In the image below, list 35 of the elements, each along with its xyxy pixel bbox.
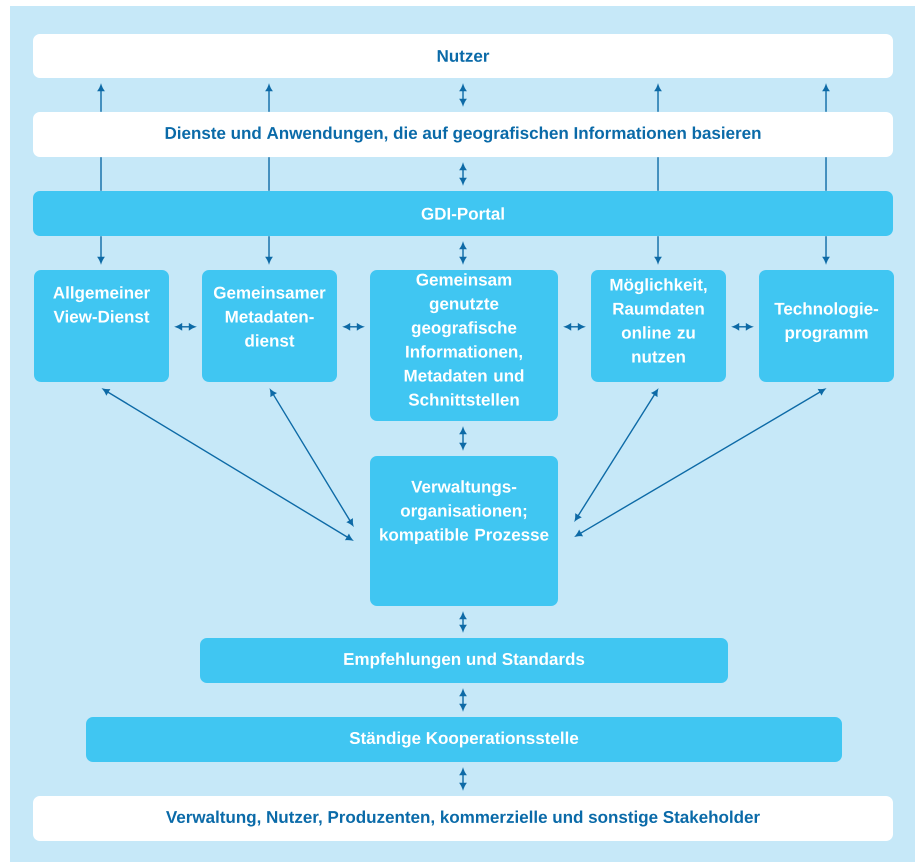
arrow — [574, 389, 658, 521]
arrow — [460, 612, 466, 632]
arrow — [732, 324, 752, 330]
arrow — [270, 389, 354, 526]
arrow — [344, 324, 364, 330]
arrow — [460, 242, 466, 264]
arrow — [266, 236, 272, 264]
arrow — [266, 84, 272, 112]
process-box: Technologie- programm — [759, 270, 894, 382]
band: Ständige Kooperationsstelle — [86, 717, 842, 762]
process-box: Gemeinsam genutzte geografische Informationen, Metadaten und Schnittstellen — [370, 270, 558, 421]
arrow — [98, 84, 104, 112]
arrow — [822, 84, 830, 112]
arrow — [654, 84, 662, 112]
arrow — [460, 164, 466, 184]
band: Dienste und Anwendungen, die auf geografischen Informationen basieren — [33, 112, 894, 157]
arrow — [460, 84, 466, 106]
arrow — [460, 428, 466, 450]
band: Nutzer — [33, 34, 894, 78]
arrow — [575, 388, 826, 537]
process-box: Gemeinsamer Metadaten- dienst — [202, 270, 337, 382]
arrow — [102, 388, 353, 541]
band: Verwaltung, Nutzer, Produzenten, kommerzielle und sonstige Stakeholder — [33, 796, 894, 841]
arrow — [460, 690, 466, 710]
arrow — [654, 236, 662, 264]
arrow — [564, 324, 584, 330]
arrow — [176, 324, 196, 330]
band: Empfehlungen und Standards — [200, 638, 728, 683]
process-box: Möglichkeit, Raumdaten online zu nutzen — [591, 270, 726, 382]
arrow — [460, 768, 466, 790]
arrow — [98, 236, 104, 264]
band: GDI-Portal — [33, 191, 894, 236]
arrow — [822, 236, 830, 264]
process-box: Allgemeiner View-Dienst — [34, 270, 169, 382]
process-box: Verwaltungs- organisationen; kompatible Prozesse — [370, 456, 558, 606]
